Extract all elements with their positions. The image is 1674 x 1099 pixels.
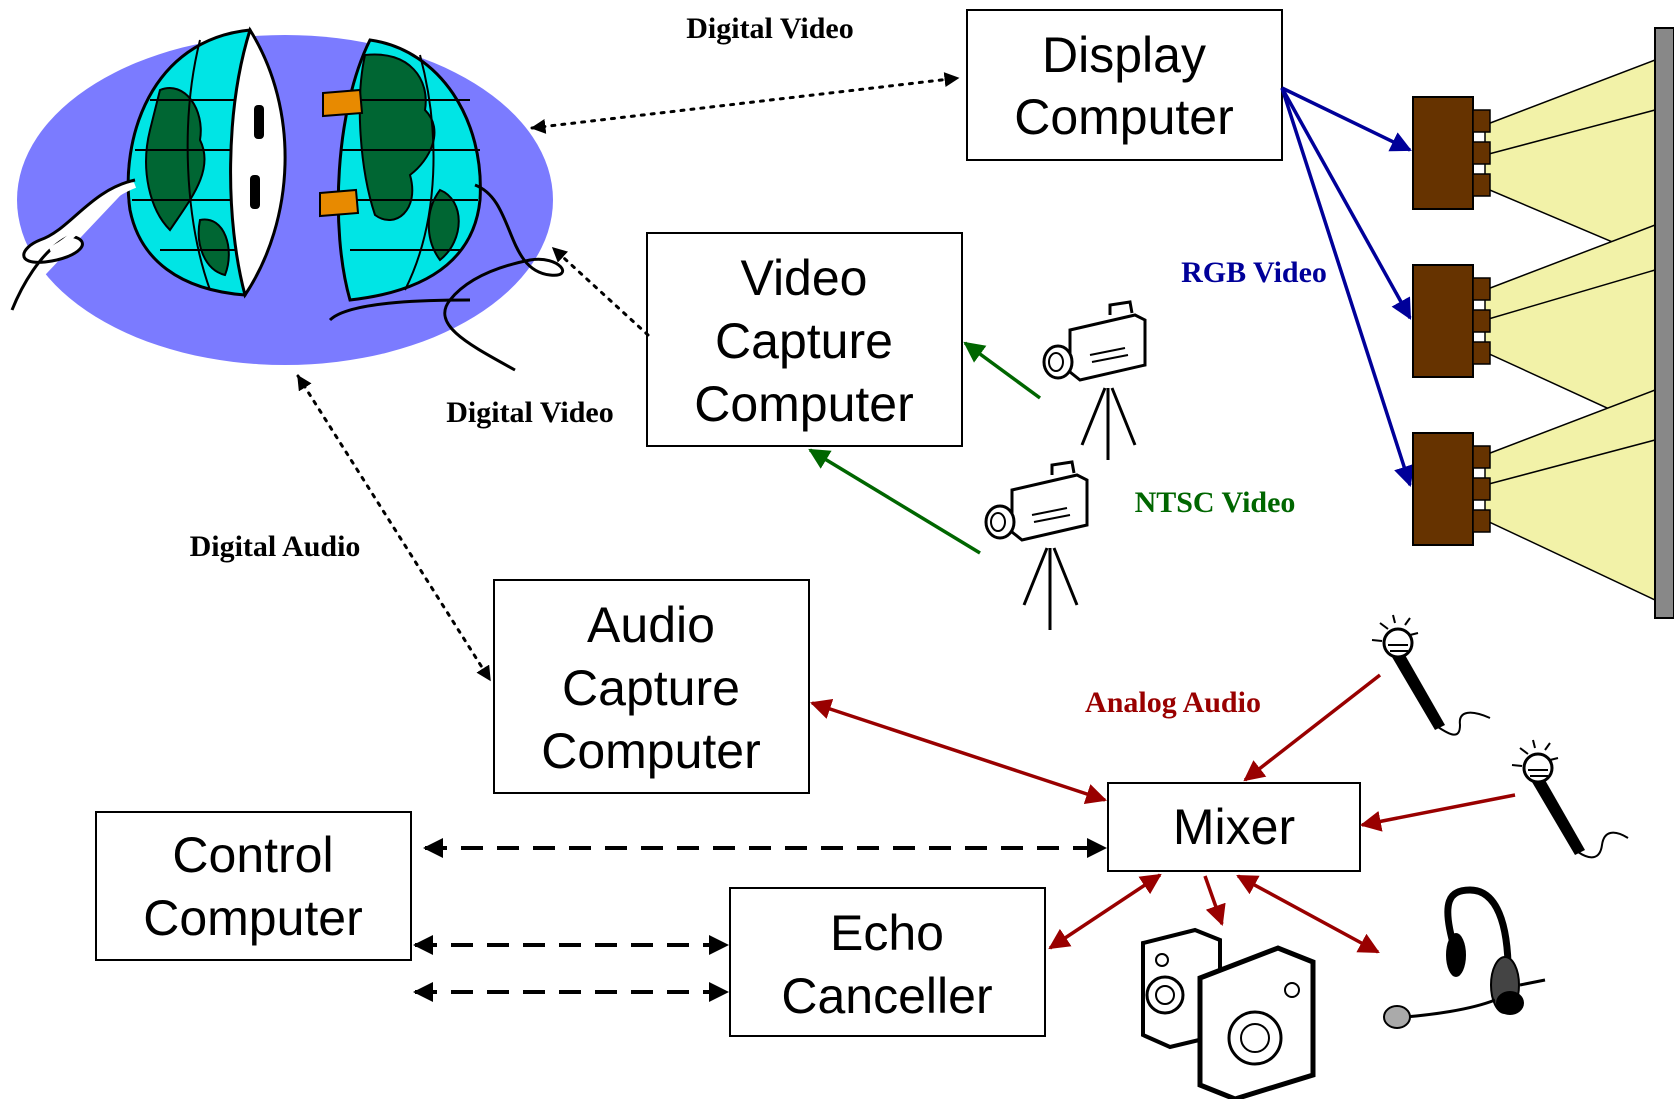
video-capture-line-3: Computer [694,376,914,432]
analog-audio-echo [1048,873,1162,950]
ntsc-video-arrow-1 [963,341,1042,400]
screen-icon [1654,27,1674,619]
label-digital-audio: Digital Audio [190,530,361,563]
video-capture-line-1: Video [741,250,868,306]
microphone-icon [1371,614,1491,736]
echo-canceller-line-1: Echo [830,905,944,961]
rgb-video-arrow-2 [1280,87,1412,320]
display-computer-line-2: Computer [1014,89,1234,145]
digital-video-link-capture [551,246,650,337]
projector-icon [1412,96,1491,210]
display-computer-line-1: Display [1042,27,1206,83]
camera-icon [984,460,1089,630]
display-computer-box: Display Computer [966,9,1283,161]
internet-globe-plug [10,26,564,372]
analog-audio-headset [1236,874,1380,954]
audio-capture-line-1: Audio [587,597,715,653]
analog-audio-mic-1 [1243,673,1382,782]
mixer-box: Mixer [1107,782,1361,872]
analog-audio-speakers [1203,875,1226,926]
audio-capture-line-2: Capture [562,660,740,716]
analog-audio-audio-capture [810,698,1107,805]
mixer-label: Mixer [1173,799,1295,855]
projector-icon [1412,264,1491,378]
echo-canceller-box: Echo Canceller [729,887,1046,1037]
control-computer-line-1: Control [172,827,333,883]
projection-wall [1484,27,1674,619]
label-ntsc-video: NTSC Video [1135,486,1296,519]
video-capture-line-2: Capture [715,313,893,369]
analog-audio-mic-2 [1359,793,1516,832]
digital-audio-link [296,374,492,682]
label-digital-video-left: Digital Video [446,396,614,429]
label-analog-audio: Analog Audio [1085,686,1261,719]
ntsc-video-arrow-2 [808,448,981,555]
speaker-icon [1197,945,1316,1099]
audio-capture-computer-box: Audio Capture Computer [493,579,810,794]
label-rgb-video: RGB Video [1181,256,1327,289]
digital-video-link-display [530,72,960,134]
rgb-video-arrow-1 [1281,86,1412,152]
microphone-icon [1511,739,1629,859]
control-computer-box: Control Computer [95,811,412,961]
label-digital-video-top: Digital Video [686,12,854,45]
headset-icon [1383,886,1546,1029]
audio-capture-line-3: Computer [541,723,761,779]
video-capture-computer-box: Video Capture Computer [646,232,963,447]
camera-icon [1042,300,1147,460]
control-computer-line-2: Computer [143,890,363,946]
globe-plug-icon [10,26,564,372]
projector-icon [1412,432,1491,546]
rgb-video-arrow-3 [1280,87,1415,487]
echo-canceller-line-2: Canceller [781,968,992,1024]
